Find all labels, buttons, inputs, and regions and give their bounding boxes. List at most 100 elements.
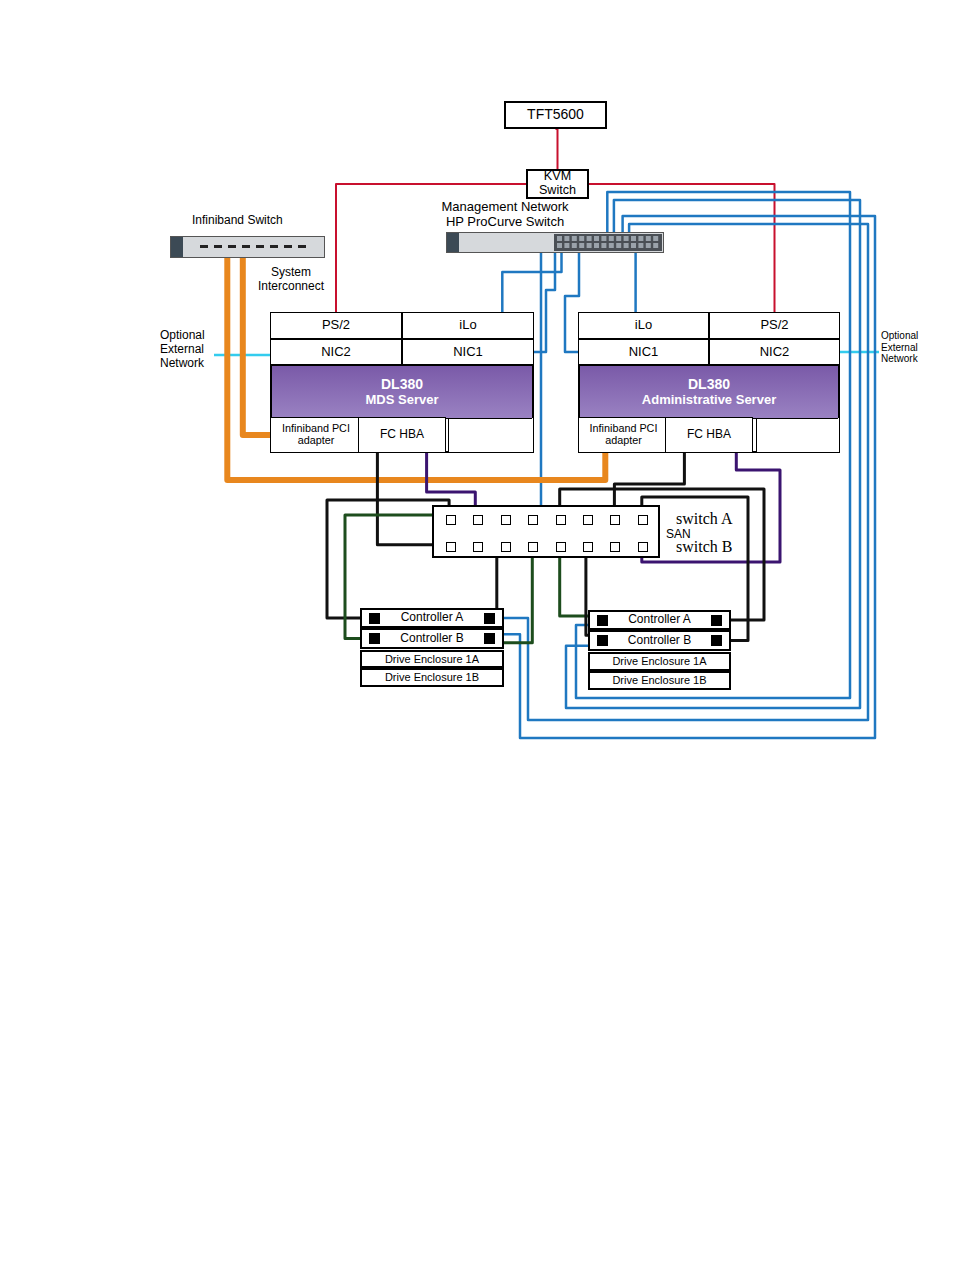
port bbox=[446, 515, 456, 525]
port bbox=[572, 236, 577, 241]
empty-cell bbox=[756, 417, 840, 453]
switch-drawing bbox=[170, 236, 325, 258]
server-cell: iLo bbox=[402, 312, 534, 339]
port-square bbox=[597, 615, 608, 626]
port bbox=[653, 243, 658, 248]
component-box: Controller B bbox=[360, 628, 504, 649]
port bbox=[587, 243, 592, 248]
server-cell: NIC1 bbox=[402, 339, 534, 365]
node-text: Drive Enclosure 1B bbox=[612, 674, 706, 686]
cable bbox=[589, 184, 775, 312]
component-box: Drive Enclosure 1A bbox=[360, 650, 504, 668]
port-square bbox=[711, 635, 722, 646]
port bbox=[638, 515, 648, 525]
server-cell: FC HBA bbox=[665, 417, 753, 453]
node-text: Drive Enclosure 1A bbox=[612, 655, 706, 667]
port-square bbox=[711, 615, 722, 626]
san-switch-name: switch A bbox=[676, 510, 732, 527]
port bbox=[594, 243, 599, 248]
server-role: MDS Server bbox=[366, 393, 439, 407]
port bbox=[601, 243, 606, 248]
server-model: DL380 bbox=[688, 377, 730, 392]
empty-cell bbox=[448, 417, 534, 453]
port bbox=[653, 236, 658, 241]
san-switch: switch ASANswitch B bbox=[432, 505, 660, 558]
port-square bbox=[597, 635, 608, 646]
cable bbox=[576, 192, 850, 698]
cable bbox=[642, 453, 780, 562]
port bbox=[228, 245, 236, 248]
server-cell: NIC2 bbox=[270, 339, 402, 365]
component-box: Drive Enclosure 1B bbox=[588, 671, 731, 690]
port bbox=[631, 236, 636, 241]
switch-body bbox=[171, 237, 325, 258]
switch-drawing bbox=[446, 232, 664, 253]
port bbox=[556, 515, 566, 525]
cable bbox=[540, 253, 543, 505]
component-box: KVM Switch bbox=[526, 169, 589, 199]
port bbox=[646, 243, 651, 248]
switch-body bbox=[447, 233, 664, 253]
port bbox=[638, 243, 643, 248]
port bbox=[501, 515, 511, 525]
free-label: Optional External Network bbox=[881, 330, 923, 365]
node-text: FC HBA bbox=[687, 428, 731, 441]
port bbox=[646, 236, 651, 241]
component-box: Controller A bbox=[588, 610, 731, 630]
node-text: FC HBA bbox=[380, 428, 424, 441]
switch-name: Infiniband Switch bbox=[192, 213, 283, 227]
port bbox=[256, 245, 264, 248]
port-square bbox=[484, 613, 495, 624]
node-text: NIC1 bbox=[453, 345, 483, 359]
server-role: Administrative Server bbox=[642, 393, 776, 407]
port bbox=[557, 236, 562, 241]
port bbox=[528, 515, 538, 525]
node-text: PS/2 bbox=[322, 318, 350, 332]
port bbox=[284, 245, 292, 248]
node-text: Infiniband PCI adapter bbox=[579, 423, 668, 447]
port bbox=[572, 243, 577, 248]
port bbox=[579, 236, 584, 241]
port bbox=[616, 236, 621, 241]
port bbox=[609, 243, 614, 248]
port bbox=[200, 245, 208, 248]
switch-name: Management Network HP ProCurve Switch bbox=[441, 199, 568, 229]
node-text: PS/2 bbox=[760, 318, 788, 332]
component-box: Controller A bbox=[360, 608, 504, 628]
port bbox=[298, 245, 306, 248]
san-label: switch A bbox=[676, 510, 732, 528]
switch-label: Infiniband Switch bbox=[192, 214, 283, 228]
port bbox=[583, 515, 593, 525]
node-text: KVM Switch bbox=[528, 170, 587, 198]
cable bbox=[427, 453, 476, 505]
server-cell: NIC2 bbox=[709, 339, 840, 365]
port-square bbox=[484, 633, 495, 644]
port bbox=[501, 542, 511, 552]
port bbox=[624, 236, 629, 241]
node-text: Controller B bbox=[628, 634, 691, 647]
server-box: DL380Administrative Server iLo PS/2NIC1 NIC… bbox=[578, 312, 840, 453]
switch-ear bbox=[447, 233, 459, 252]
node-text: TFT5600 bbox=[527, 107, 584, 122]
port bbox=[473, 542, 483, 552]
port bbox=[610, 542, 620, 552]
port bbox=[557, 243, 562, 248]
component-box: TFT5600 bbox=[504, 101, 607, 129]
cable bbox=[495, 558, 498, 608]
server-cell: Infiniband PCI adapter bbox=[270, 417, 362, 453]
port bbox=[624, 243, 629, 248]
node-text: Controller B bbox=[400, 632, 463, 645]
node-text: Controller A bbox=[401, 611, 464, 624]
san-switch-name: switch B bbox=[676, 538, 732, 555]
server-cell: NIC1 bbox=[578, 339, 709, 365]
note-label: System Interconnect bbox=[258, 265, 324, 293]
port bbox=[446, 542, 456, 552]
port bbox=[579, 243, 584, 248]
port-square bbox=[369, 613, 380, 624]
node-text: iLo bbox=[635, 318, 652, 332]
server-model: DL380 bbox=[381, 377, 423, 392]
node-text: NIC1 bbox=[629, 345, 659, 359]
server-cell: PS/2 bbox=[709, 312, 840, 339]
port bbox=[616, 243, 621, 248]
